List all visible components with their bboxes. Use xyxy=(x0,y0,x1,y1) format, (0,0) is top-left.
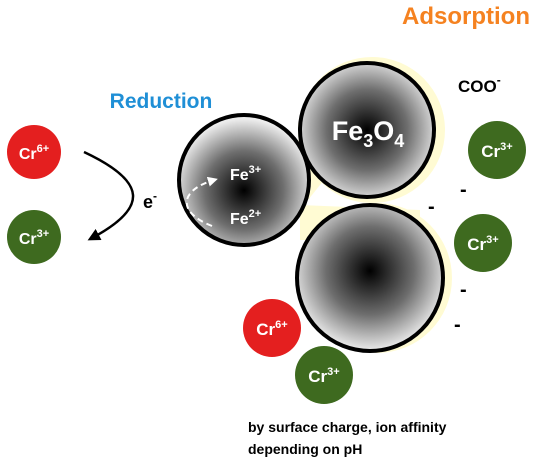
cr3-left-base: Cr xyxy=(19,231,37,248)
fe2-base: Fe xyxy=(230,211,249,228)
oxidation-arrow xyxy=(185,176,218,227)
fe3o4-o: O xyxy=(373,116,394,146)
svg-text:Cr3+: Cr3+ xyxy=(481,141,512,161)
svg-text:Cr6+: Cr6+ xyxy=(256,319,287,339)
fe2-superscript: 2+ xyxy=(249,208,262,220)
cr3-ion-left: Cr3+ xyxy=(7,210,61,264)
fe3o4-fe: Fe xyxy=(332,116,364,146)
cr6-ion-bottom: Cr6+ xyxy=(243,299,301,357)
negative-charge-2: - xyxy=(428,196,435,218)
fe-particle-left xyxy=(177,113,311,247)
carboxylate-superscript: - xyxy=(497,73,501,87)
svg-text:Cr6+: Cr6+ xyxy=(19,143,49,163)
cr3-ion-bottom: Cr3+ xyxy=(295,346,353,404)
note-line-1: by surface charge, ion affinity xyxy=(248,419,447,435)
fe3-superscript: 3+ xyxy=(249,164,262,176)
fe3-base: Fe xyxy=(230,167,249,184)
note-line-2: depending on pH xyxy=(248,441,362,457)
fe3o4-label: Fe3O4 xyxy=(332,116,405,151)
carboxylate-label: COO- xyxy=(458,73,501,96)
electron-base: e xyxy=(143,192,153,212)
negative-charge-1: - xyxy=(460,179,467,201)
fe2-label: Fe2+ xyxy=(230,208,261,228)
svg-text:Cr3+: Cr3+ xyxy=(19,228,49,248)
cr3-right-top-superscript: 3+ xyxy=(500,141,513,153)
cr3-left-superscript: 3+ xyxy=(37,228,50,240)
cr3-right-middle-superscript: 3+ xyxy=(486,234,499,246)
cr3-bottom-base: Cr xyxy=(308,367,327,386)
svg-text:Cr3+: Cr3+ xyxy=(467,234,498,254)
cr3-ion-right-middle: Cr3+ xyxy=(454,214,512,272)
electron-superscript: - xyxy=(153,189,157,203)
cr6-ion-left: Cr6+ xyxy=(7,125,61,179)
electron-transfer-arrow xyxy=(83,150,135,241)
adsorption-label: Adsorption xyxy=(402,3,530,30)
cr6-left-base: Cr xyxy=(19,146,37,163)
cr3-ion-right-top: Cr3+ xyxy=(468,121,526,179)
cr6-left-superscript: 6+ xyxy=(37,143,50,155)
fe3-label: Fe3+ xyxy=(230,164,261,184)
cr6-bottom-base: Cr xyxy=(256,320,275,339)
reduction-label: Reduction xyxy=(110,90,213,113)
fe3o4-sub-3: 3 xyxy=(363,131,373,151)
svg-text:Cr3+: Cr3+ xyxy=(308,366,339,386)
negative-charge-4: - xyxy=(454,314,461,336)
cr3-bottom-superscript: 3+ xyxy=(327,366,340,378)
fe-particle-bottom xyxy=(295,203,445,353)
cr6-bottom-superscript: 6+ xyxy=(275,319,288,331)
cr3-right-top-base: Cr xyxy=(481,142,500,161)
cr3-right-middle-base: Cr xyxy=(467,235,486,254)
negative-charge-3: - xyxy=(460,279,467,301)
carboxylate-base: COO xyxy=(458,77,497,96)
fe3o4-sub-4: 4 xyxy=(394,131,404,151)
fe3o4-particle-top xyxy=(298,61,436,199)
electron-label: e- xyxy=(143,189,157,212)
